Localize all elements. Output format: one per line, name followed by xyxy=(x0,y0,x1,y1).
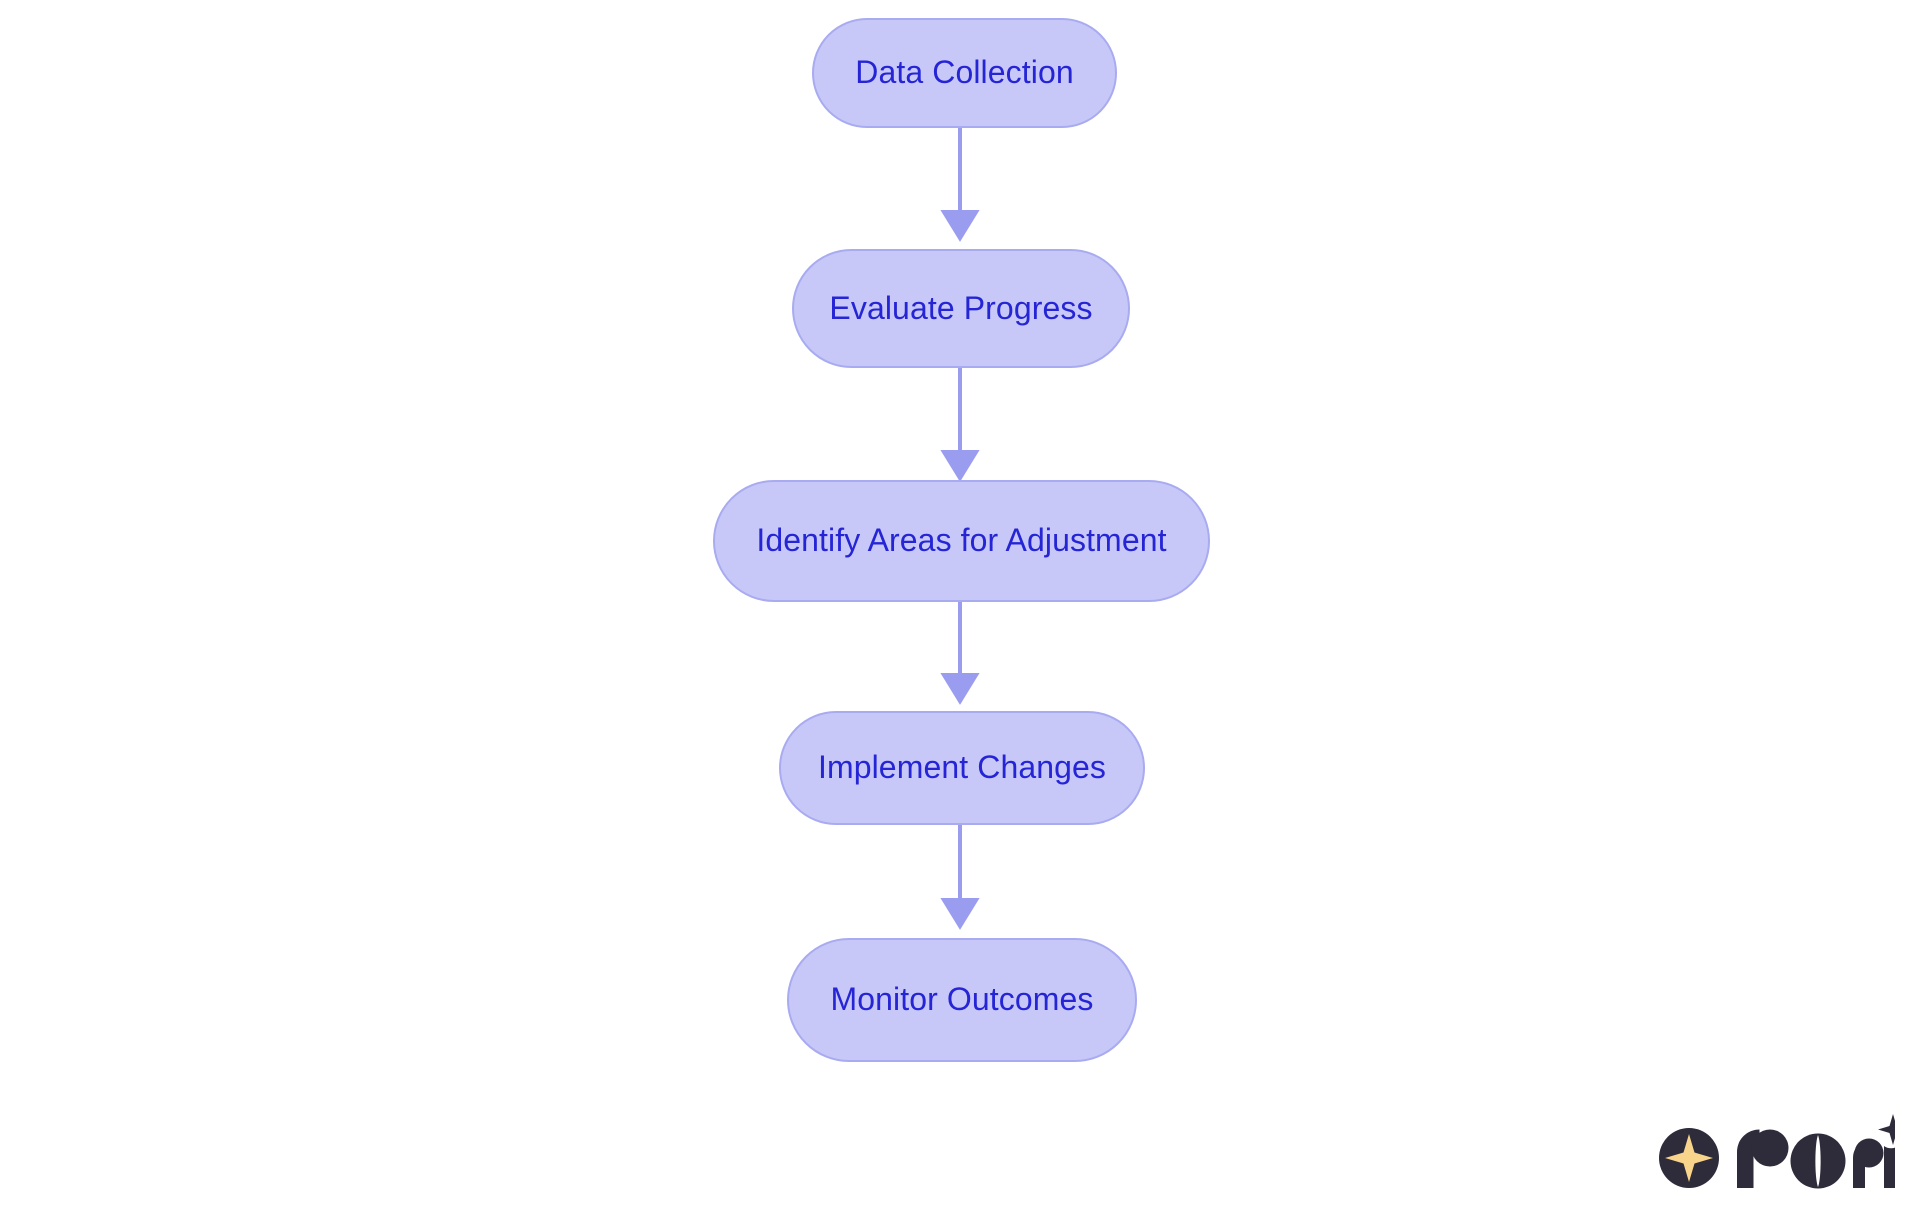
flow-node-label: Data Collection xyxy=(855,54,1074,90)
edge-arrowhead-1 xyxy=(940,210,980,242)
flow-node-data-collection[interactable]: Data Collection xyxy=(812,18,1117,128)
flow-node-monitor-outcomes[interactable]: Monitor Outcomes xyxy=(787,938,1137,1062)
flow-node-implement-changes[interactable]: Implement Changes xyxy=(779,711,1145,825)
logo-letter-o xyxy=(1790,1133,1846,1189)
flow-node-label: Monitor Outcomes xyxy=(830,981,1094,1017)
flow-node-label: Implement Changes xyxy=(817,749,1107,785)
sparkle-star-icon xyxy=(1659,1128,1719,1188)
flow-node-identify-areas[interactable]: Identify Areas for Adjustment xyxy=(713,480,1210,602)
edge-arrowhead-2 xyxy=(940,450,980,482)
rori-logo-svg xyxy=(1659,1114,1908,1189)
edge-arrowhead-3 xyxy=(940,673,980,705)
logo-letter-r-1 xyxy=(1737,1129,1789,1188)
edge-arrowhead-4 xyxy=(940,898,980,930)
logo-letter-r-2 xyxy=(1853,1138,1884,1188)
logo-letter-i xyxy=(1884,1146,1898,1188)
rori-logo xyxy=(1655,1108,1908,1204)
flow-node-label: Evaluate Progress xyxy=(829,289,1093,326)
flow-node-label: Identify Areas for Adjustment xyxy=(756,522,1167,558)
sparkle-star-small-icon xyxy=(1878,1114,1908,1145)
flow-node-evaluate-progress[interactable]: Evaluate Progress xyxy=(792,249,1130,368)
